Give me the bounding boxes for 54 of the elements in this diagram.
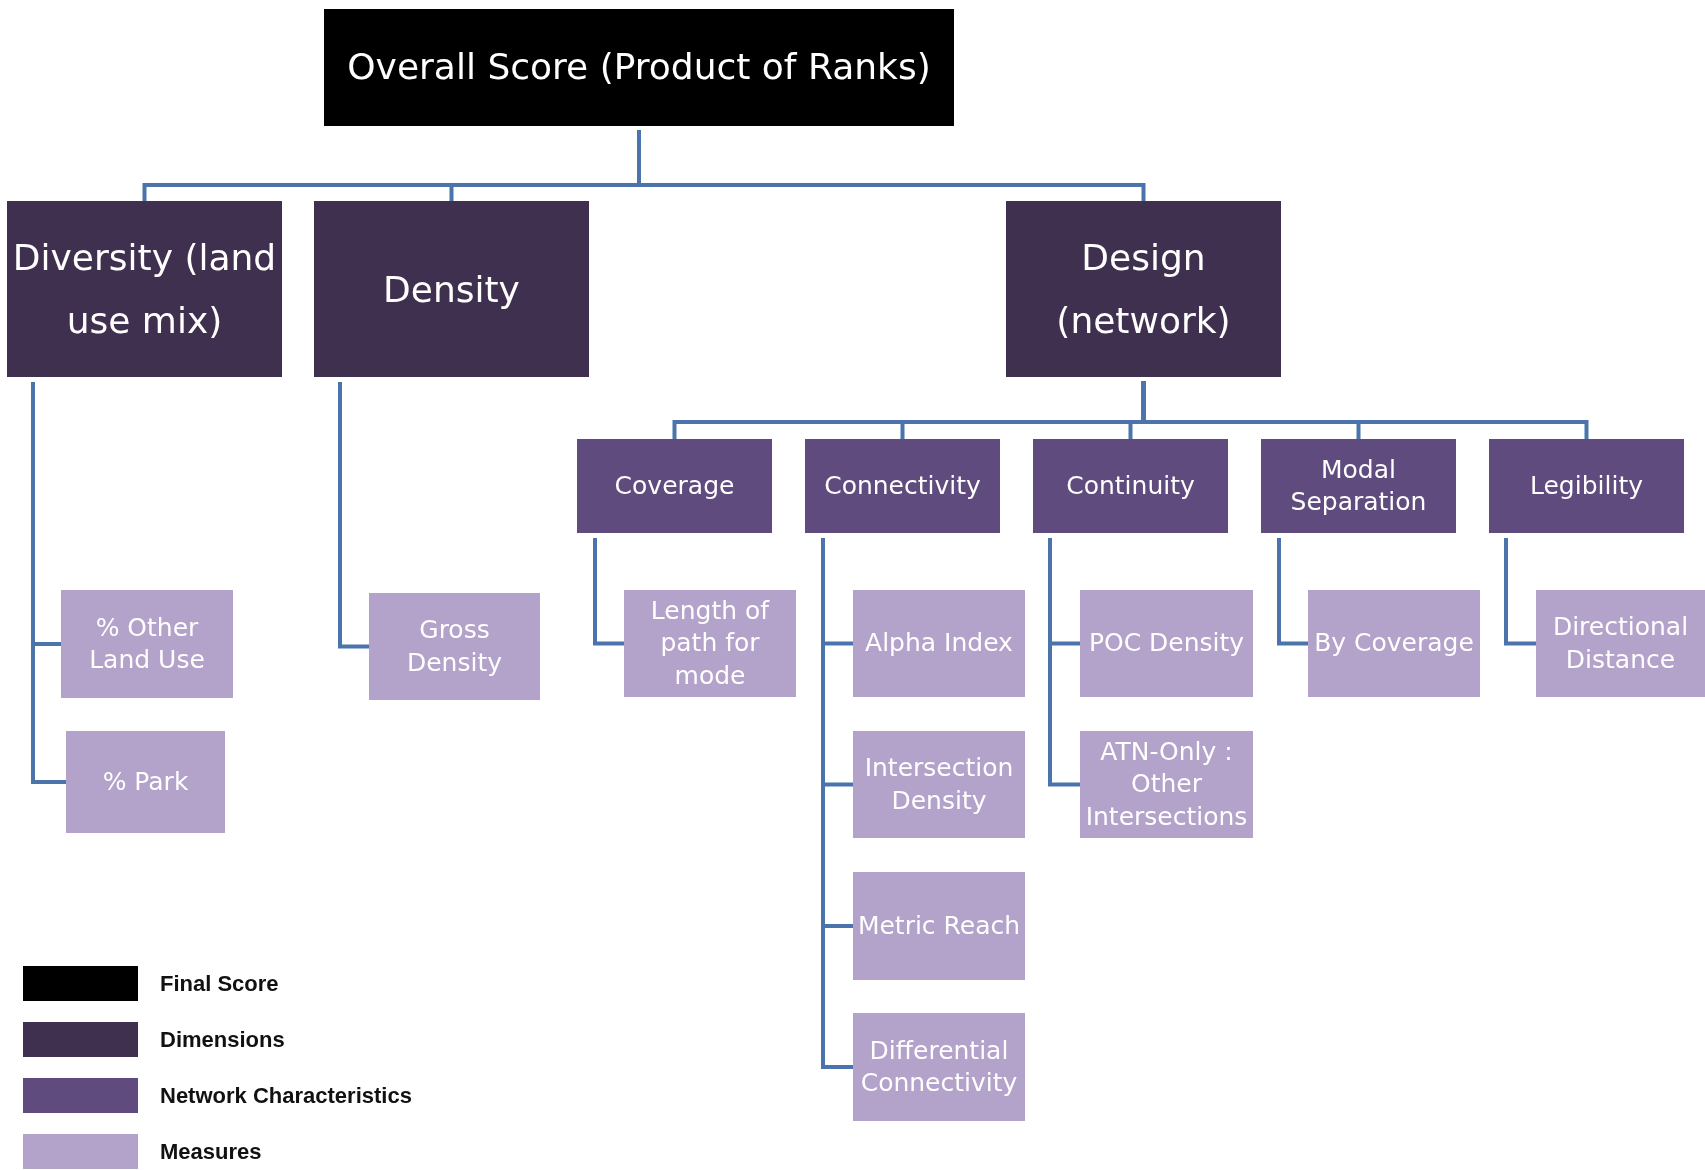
measure-box [853, 731, 1025, 838]
measure-box [624, 590, 796, 697]
measure-box [1536, 590, 1705, 697]
legend-label: Measures [160, 1138, 262, 1165]
characteristic-box [1261, 439, 1456, 533]
dimension-box [1006, 201, 1281, 377]
node-label: % Other Land Use [88, 611, 206, 676]
node-label: Continuity [1066, 469, 1195, 502]
connector-line [821, 538, 853, 1069]
characteristic-box [1033, 439, 1228, 533]
measure-box [66, 731, 225, 833]
node-label: Connectivity [824, 469, 981, 502]
characteristic-box [805, 439, 1000, 533]
connector-line [31, 382, 66, 784]
node-label: Coverage [614, 469, 735, 502]
connector-line [1048, 538, 1080, 787]
node-label: Metric Reach [857, 909, 1021, 942]
connector-line [593, 538, 624, 646]
characteristic-box [1489, 439, 1684, 533]
node-label: Overall Score (Product of Ranks) [347, 45, 931, 90]
node-label: Intersection Density [863, 752, 1015, 817]
dimension-box [7, 201, 282, 377]
node-label: Density [383, 267, 520, 312]
characteristic-box [577, 439, 772, 533]
legend-label: Network Characteristics [160, 1082, 412, 1109]
node-label: ATN-Only : Other Intersections [1084, 735, 1249, 833]
connector-line [1141, 381, 1589, 439]
measure-box [61, 590, 233, 698]
node-label: Legibility [1530, 469, 1643, 502]
measure-box [369, 593, 540, 700]
score-box [324, 9, 954, 126]
node-label: Alpha Index [865, 627, 1013, 660]
node-label: Diversity (land use mix) [11, 236, 278, 343]
measure-box [853, 872, 1025, 980]
node-label: Gross Density [405, 614, 503, 679]
node-label: Length of path for mode [649, 594, 771, 692]
measure-box [853, 1013, 1025, 1121]
measure-box [1080, 590, 1253, 697]
connector-line [1277, 538, 1308, 646]
node-label: Directional Distance [1551, 611, 1690, 676]
connector-line [338, 382, 369, 649]
connector-line [1504, 538, 1536, 646]
connector-line [637, 130, 1146, 201]
node-label: % Park [102, 765, 189, 798]
measure-box [1308, 590, 1480, 697]
legend-label: Final Score [160, 970, 279, 997]
dimension-box [314, 201, 589, 377]
node-label: POC Density [1088, 627, 1245, 660]
legend-label: Dimensions [160, 1026, 285, 1053]
node-label: Design (network) [1055, 236, 1232, 343]
node-label: By Coverage [1314, 627, 1474, 660]
node-label: Modal Separation [1289, 453, 1428, 518]
node-label: Differential Connectivity [859, 1034, 1019, 1099]
measure-box [853, 590, 1025, 697]
